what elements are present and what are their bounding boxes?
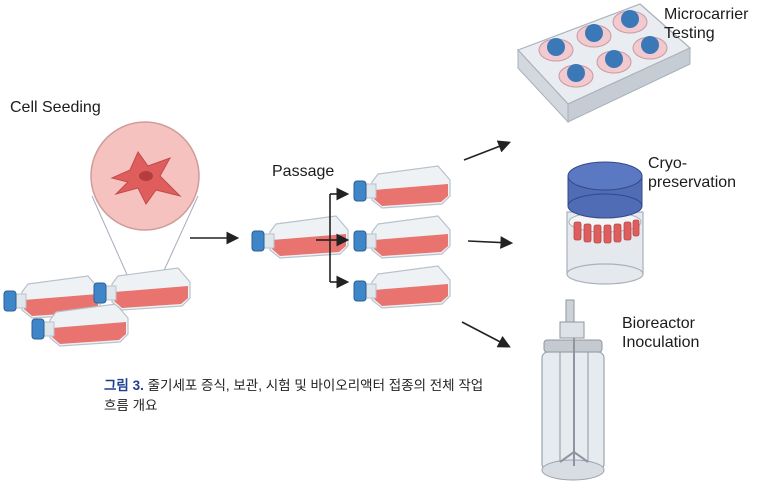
label-bioreactor-inoculation: Bioreactor Inoculation bbox=[622, 315, 700, 351]
arrow-to-bioreactor bbox=[461, 321, 511, 348]
cryo-container bbox=[566, 161, 644, 285]
label-passage: Passage bbox=[272, 163, 334, 180]
magnified-cell-circle bbox=[90, 121, 200, 289]
caption-text: 줄기세포 증식, 보관, 시험 및 바이오리액터 접종의 전체 작업 흐름 개요 bbox=[104, 378, 484, 413]
microcarrier-wells bbox=[538, 10, 668, 88]
bioreactor-vessel bbox=[541, 299, 605, 481]
microcarrier-plate bbox=[516, 3, 692, 124]
arrow-to-cryo bbox=[467, 236, 514, 249]
passage-branch-arrows bbox=[316, 187, 350, 289]
label-cell-seeding: Cell Seeding bbox=[10, 99, 101, 116]
passage-flask-top bbox=[353, 165, 451, 209]
label-cryopreservation: Cryo- preservation bbox=[648, 155, 737, 191]
cell-seeding-group bbox=[3, 121, 200, 347]
arrow-to-microcarrier bbox=[463, 140, 511, 161]
label-microcarrier-testing: Microcarrier Testing bbox=[664, 6, 749, 42]
passage-flask-bottom bbox=[353, 265, 451, 309]
figure-label: 그림 3. bbox=[104, 378, 144, 393]
figure-caption: 그림 3. 줄기세포 증식, 보관, 시험 및 바이오리액터 접종의 전체 작업… bbox=[104, 376, 494, 416]
passage-flask bbox=[251, 215, 349, 259]
passage-flask-middle bbox=[353, 215, 451, 259]
seeding-flask-main bbox=[93, 267, 191, 311]
